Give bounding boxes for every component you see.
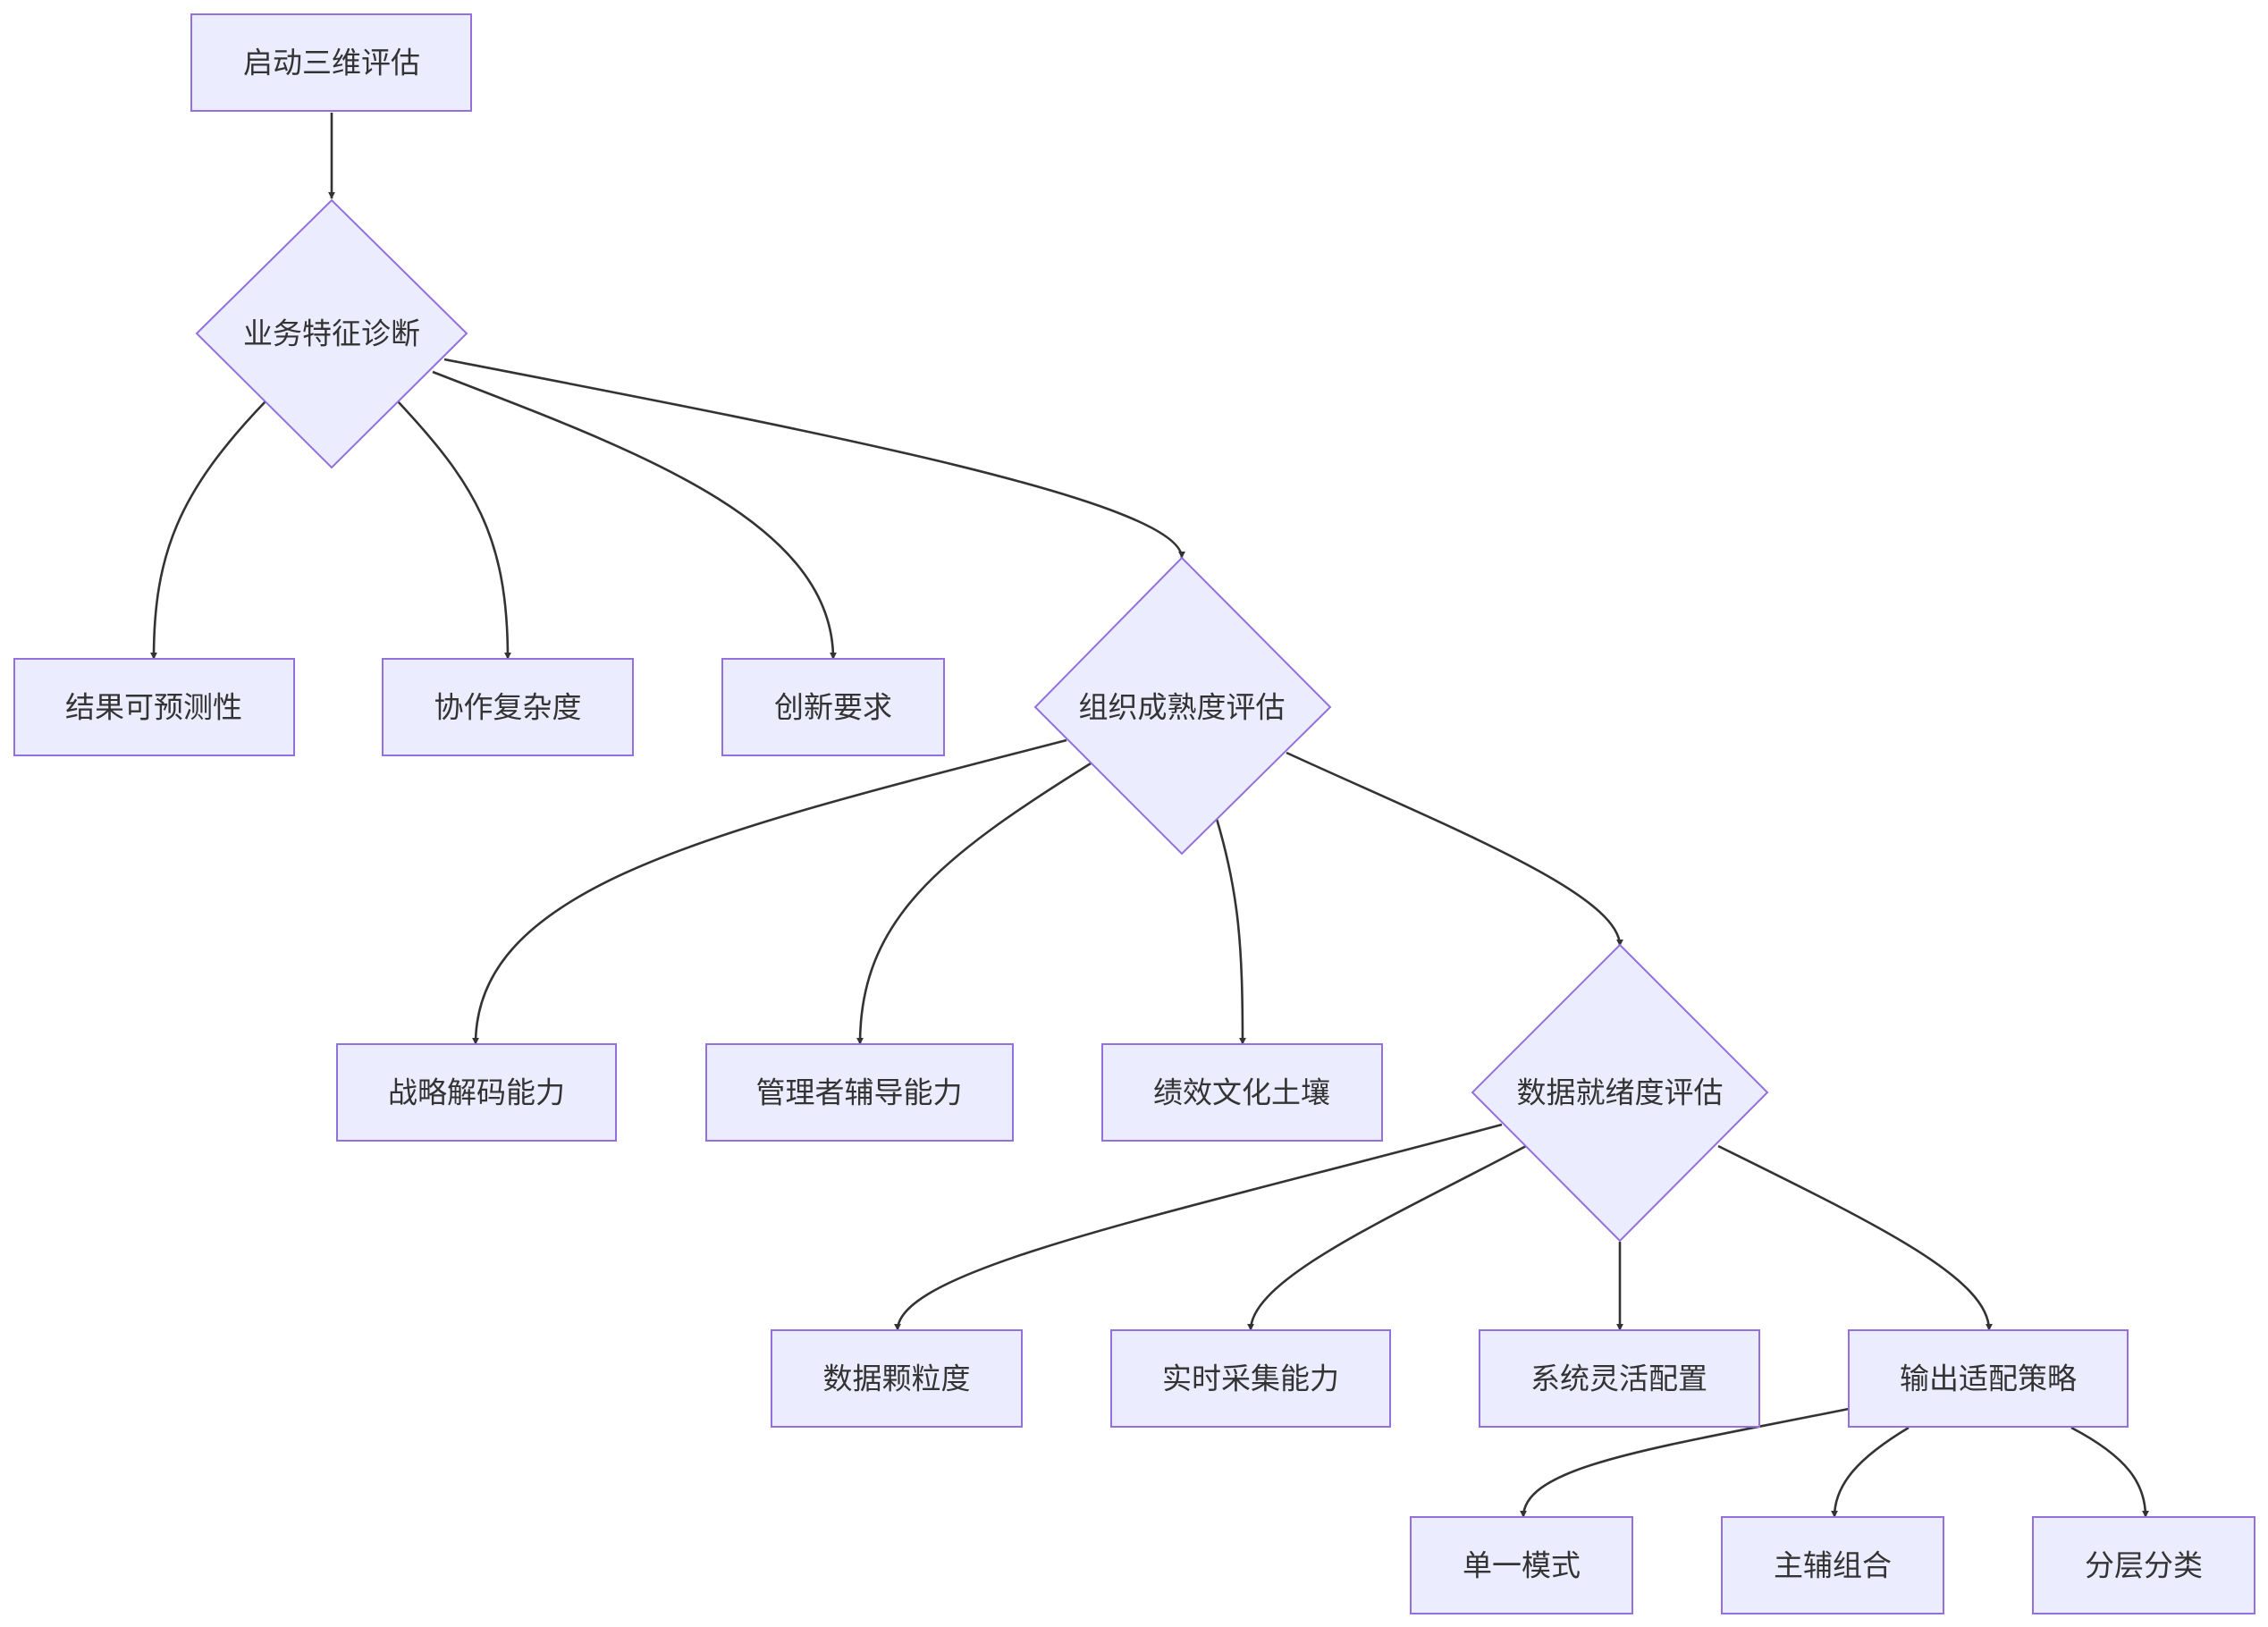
edge-data-granularity xyxy=(894,1123,1503,1331)
node-org-maturity-label: 组织成熟度评估 xyxy=(1079,690,1286,725)
edge-org-strategy xyxy=(472,738,1067,1045)
node-culture: 绩效文化土壤 xyxy=(1101,1043,1383,1142)
node-coaching-label: 管理者辅导能力 xyxy=(756,1075,963,1110)
node-granularity-label: 数据颗粒度 xyxy=(823,1361,971,1396)
edge-business-org xyxy=(443,358,1185,559)
edge-data-output xyxy=(1717,1144,1993,1331)
node-output: 输出适配策略 xyxy=(1848,1329,2129,1428)
node-start: 启动三维评估 xyxy=(190,13,472,112)
node-strategy-label: 战略解码能力 xyxy=(388,1075,565,1110)
edge-business-collaboration xyxy=(397,400,511,660)
edge-output-single xyxy=(1520,1407,1850,1518)
node-predictability-label: 结果可预测性 xyxy=(65,690,242,725)
node-output-label: 输出适配策略 xyxy=(1900,1361,2077,1396)
node-start-label: 启动三维评估 xyxy=(243,46,420,80)
node-culture-label: 绩效文化土壤 xyxy=(1153,1075,1330,1110)
node-single-label: 单一模式 xyxy=(1463,1548,1581,1583)
edge-data-realtime xyxy=(1247,1144,1527,1331)
node-layered-label: 分层分类 xyxy=(2085,1548,2203,1583)
node-collaboration-label: 协作复杂度 xyxy=(434,690,582,725)
edge-org-coaching xyxy=(856,762,1092,1045)
node-business-label: 业务特征诊断 xyxy=(243,316,420,351)
node-granularity: 数据颗粒度 xyxy=(771,1329,1023,1428)
node-innovation-label: 创新要求 xyxy=(774,690,892,725)
edge-org-culture xyxy=(1215,818,1246,1045)
node-flexibility: 系统灵活配置 xyxy=(1479,1329,1760,1428)
edge-org-data xyxy=(1286,751,1623,947)
edge-business-predictability xyxy=(150,400,266,660)
edge-output-layered xyxy=(2070,1426,2149,1518)
node-innovation: 创新要求 xyxy=(721,658,945,756)
node-strategy: 战略解码能力 xyxy=(336,1043,617,1142)
node-primary-aux: 主辅组合 xyxy=(1721,1516,1944,1614)
node-business: 业务特征诊断 xyxy=(195,198,468,469)
edge-output-primary-aux xyxy=(1831,1426,1910,1518)
node-single: 单一模式 xyxy=(1410,1516,1633,1614)
node-realtime: 实时采集能力 xyxy=(1110,1329,1391,1428)
node-layered: 分层分类 xyxy=(2032,1516,2255,1614)
node-org-maturity: 组织成熟度评估 xyxy=(1033,556,1332,856)
edge-business-innovation xyxy=(432,370,837,660)
node-primary-aux-label: 主辅组合 xyxy=(1774,1548,1892,1583)
node-coaching: 管理者辅导能力 xyxy=(705,1043,1014,1142)
node-realtime-label: 实时采集能力 xyxy=(1162,1361,1339,1396)
node-flexibility-label: 系统灵活配置 xyxy=(1530,1361,1707,1396)
node-predictability: 结果可预测性 xyxy=(13,658,295,756)
node-data-readiness: 数据就绪度评估 xyxy=(1471,943,1769,1243)
edges xyxy=(150,113,2149,1518)
node-collaboration: 协作复杂度 xyxy=(382,658,634,756)
node-data-readiness-label: 数据就绪度评估 xyxy=(1517,1075,1724,1110)
